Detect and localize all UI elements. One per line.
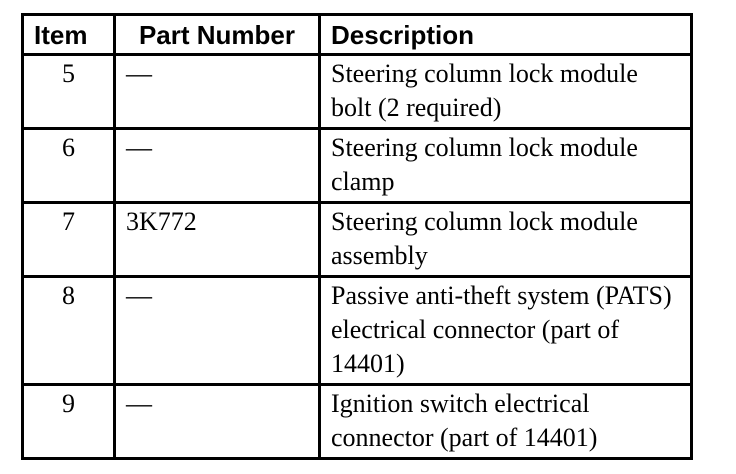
table-row: 7 3K772 Steering column lock module asse… <box>21 201 693 278</box>
item-cell: 9 <box>21 383 116 460</box>
description-cell: Steering column lock module bolt (2 requ… <box>318 53 693 130</box>
description-cell: Passive anti-theft system (PATS) electri… <box>318 275 693 386</box>
parts-table: Item Part Number Description 5 — Steerin… <box>21 13 693 460</box>
item-cell: 6 <box>21 127 116 204</box>
table-row: 5 — Steering column lock module bolt (2 … <box>21 53 693 130</box>
table-row: 6 — Steering column lock module clamp <box>21 127 693 204</box>
description-cell: Ignition switch electrical connector (pa… <box>318 383 693 460</box>
description-cell: Steering column lock module clamp <box>318 127 693 204</box>
table-header-row: Item Part Number Description <box>21 13 693 56</box>
part-number-cell: 3K772 <box>113 201 321 278</box>
column-header-item: Item <box>21 13 116 56</box>
column-header-part-number: Part Number <box>113 13 321 56</box>
column-header-description: Description <box>318 13 693 56</box>
table-row: 9 — Ignition switch electrical connector… <box>21 383 693 460</box>
item-cell: 7 <box>21 201 116 278</box>
part-number-cell: — <box>113 275 321 386</box>
item-cell: 5 <box>21 53 116 130</box>
table-row: 8 — Passive anti-theft system (PATS) ele… <box>21 275 693 386</box>
part-number-cell: — <box>113 53 321 130</box>
description-cell: Steering column lock module assembly <box>318 201 693 278</box>
part-number-cell: — <box>113 383 321 460</box>
part-number-cell: — <box>113 127 321 204</box>
item-cell: 8 <box>21 275 116 386</box>
